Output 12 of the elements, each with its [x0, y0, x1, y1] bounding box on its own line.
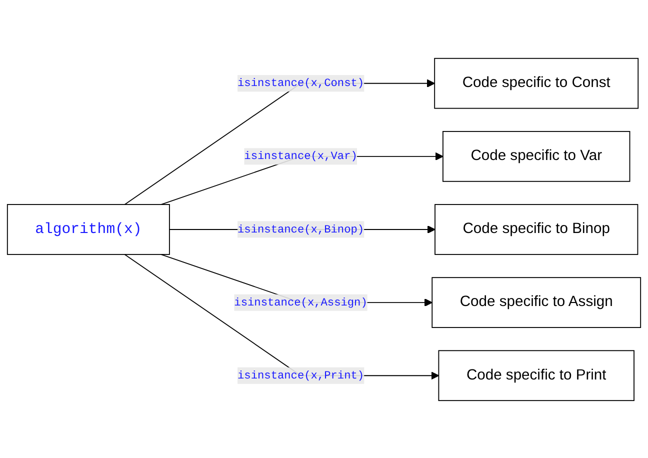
edge-label: isinstance(x,Var) [244, 149, 358, 162]
edge-label: isinstance(x,Assign) [234, 296, 368, 309]
node-box: algorithm(x) [6, 204, 170, 254]
edge-label: isinstance(x,Binop) [238, 222, 364, 236]
node-box: Code specific to Var [442, 130, 630, 182]
node-box: Code specific to Assign [432, 276, 642, 328]
edge-label: isinstance(x,Print) [238, 368, 364, 382]
node-box: Code specific to Binop [434, 204, 638, 254]
edge-label: isinstance(x,Const) [238, 76, 364, 90]
node-box: Code specific to Print [438, 350, 634, 401]
arrow [124, 78, 435, 204]
node-box: Code specific to Const [434, 57, 639, 108]
